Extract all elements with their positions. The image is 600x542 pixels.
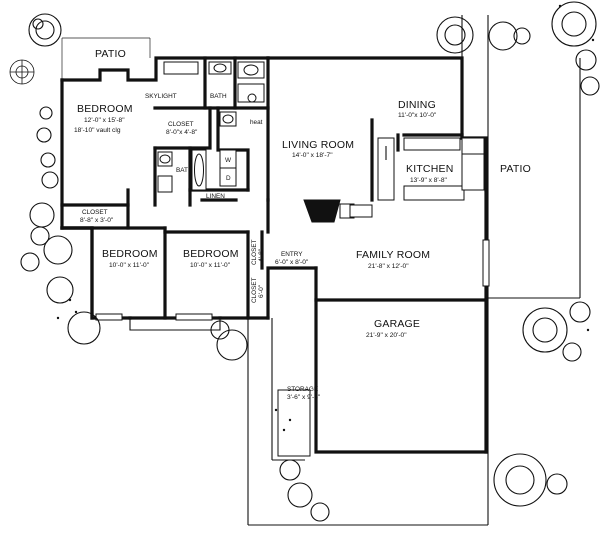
shrub-front: [210, 320, 248, 361]
fixtures: [95, 61, 490, 457]
skylight-label: SKYLIGHT: [145, 93, 177, 100]
walls: [60, 56, 488, 454]
shrub-left-1: [9, 59, 35, 85]
bath-mid-label: BATH: [176, 167, 193, 174]
closet-hall-dim: 8'-8" x 3'-0": [80, 217, 114, 224]
room-labels: PATIO BEDROOM 12'-0" x 15'-8" 18'-10" va…: [74, 48, 531, 401]
landscaping: [9, 1, 600, 522]
dining-dim: 11'-0"x 10'-0": [398, 112, 437, 119]
site-outline: [61, 15, 581, 526]
bedroom-master-note: 18'-10" vault clg: [74, 127, 121, 134]
kitchen-dim: 13'-9" x 8'-8": [410, 177, 448, 184]
garage-label: GARAGE: [374, 318, 420, 330]
bath-top-label: BATH: [210, 93, 227, 100]
washer-label: W: [225, 157, 232, 164]
heat-label: heat: [250, 119, 263, 126]
shrub-driveway: [279, 459, 330, 522]
linen-label: LINEN: [206, 193, 225, 200]
family-room-dim: 21'-8" x 12'-0": [368, 263, 409, 270]
dining-label: DINING: [398, 99, 436, 111]
closet-v2-label: CLOSET: [251, 277, 258, 303]
entry-dim: 6'-0" x 8'-0": [275, 259, 309, 266]
closet-hall-label: CLOSET: [82, 209, 108, 216]
dryer-label: D: [226, 175, 231, 182]
patio-right-label: PATIO: [500, 163, 531, 175]
shrub-cluster-left: [20, 106, 101, 345]
bedroom-master-label: BEDROOM: [77, 103, 133, 115]
storage-dim: 3'-6" x 9'-3": [287, 394, 321, 401]
garage-dim: 21'-9" x 20'-0": [366, 332, 407, 339]
bedroom-3-dim: 10'-0" x 11'-0": [190, 262, 231, 269]
bedroom-master-dim: 12'-0" x 15'-8": [84, 117, 125, 124]
storage-label: STORAGE: [287, 386, 318, 393]
ground-texture: [56, 4, 595, 432]
closet-master-dim: 8'-0"x 4'-8": [166, 129, 198, 136]
closet-v1-dim: 4'-8": [258, 248, 265, 262]
family-room-label: FAMILY ROOM: [356, 249, 430, 261]
tree-top-left: [28, 13, 62, 47]
living-room-dim: 14'-0" x 18'-7": [292, 152, 333, 159]
bedroom-2-label: BEDROOM: [102, 248, 158, 260]
kitchen-label: KITCHEN: [406, 163, 454, 175]
tree-top-right: [436, 1, 597, 71]
bedroom-2-dim: 10'-0" x 11'-0": [109, 262, 150, 269]
closet-v1-label: CLOSET: [251, 239, 258, 265]
closet-v2-dim: 6'-0": [258, 284, 265, 298]
shrub-right: [493, 76, 600, 507]
bedroom-3-label: BEDROOM: [183, 248, 239, 260]
entry-label: ENTRY: [281, 251, 303, 258]
living-room-label: LIVING ROOM: [282, 139, 354, 151]
closet-master-label: CLOSET: [168, 121, 194, 128]
patio-top-label: PATIO: [95, 48, 126, 60]
